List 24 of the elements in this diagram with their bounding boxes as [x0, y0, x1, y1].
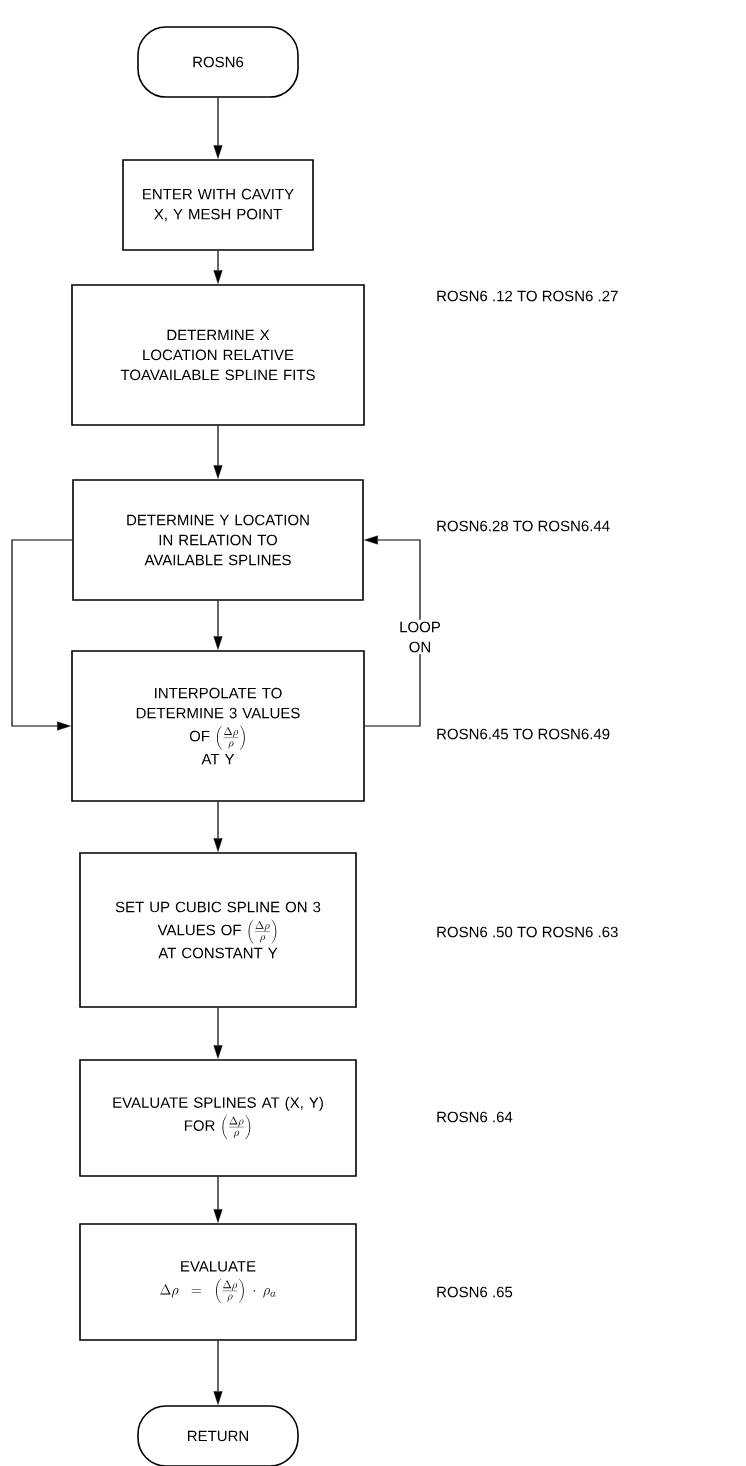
arrow [364, 535, 421, 727]
process-box: DETERMINE X LOCATION RELATIVE TOAVAILABLE SPLINE FITS [71, 284, 365, 426]
code-reference: ROSN6 .64 [437, 1111, 513, 1123]
process-box: INTERPOLATE TO DETERMINE 3 VALUES OF $\left(\frac{\Delta\rho}{\rho}\right)$ AT Y [71, 650, 365, 802]
arrow [11, 539, 73, 731]
process-box: EVALUATE SPLINES AT (X, Y) FOR $\left(\frac{\Delta\rho}{\rho}\right)$ [79, 1059, 357, 1177]
arrow [213, 801, 223, 852]
code-reference: ROSN6.45 TO ROSN6.49 [437, 728, 610, 740]
process-box: ENTER WITH CAVITY X, Y MESH POINT [122, 159, 314, 251]
code-reference: ROSN6.28 TO ROSN6.44 [437, 520, 610, 532]
arrow [213, 1007, 223, 1059]
arrow [213, 1340, 223, 1405]
arrow [213, 425, 223, 479]
code-reference: ROSN6 .65 [437, 1286, 513, 1298]
arrow [213, 97, 223, 159]
code-reference: ROSN6 .12 TO ROSN6 .27 [437, 290, 618, 302]
code-reference: ROSN6 .50 TO ROSN6 .63 [437, 926, 618, 938]
arrow [213, 1176, 223, 1223]
process-box: EVALUATE $\Delta\rho = \left(\frac{\Delta\rho}{\rho}\right)\cdot\rho_a$ [79, 1223, 357, 1341]
edge-label: LOOP ON [393, 619, 447, 655]
process-box: SET UP CUBIC SPLINE ON 3 VALUES OF $\left(\frac{\Delta\rho}{\rho}\right)$ AT CONSTANT Y [79, 852, 357, 1008]
arrow [213, 600, 223, 650]
arrow [213, 250, 223, 284]
process-box: DETERMINE Y LOCATION IN RELATION TO AVAILABLE SPLINES [72, 479, 364, 601]
